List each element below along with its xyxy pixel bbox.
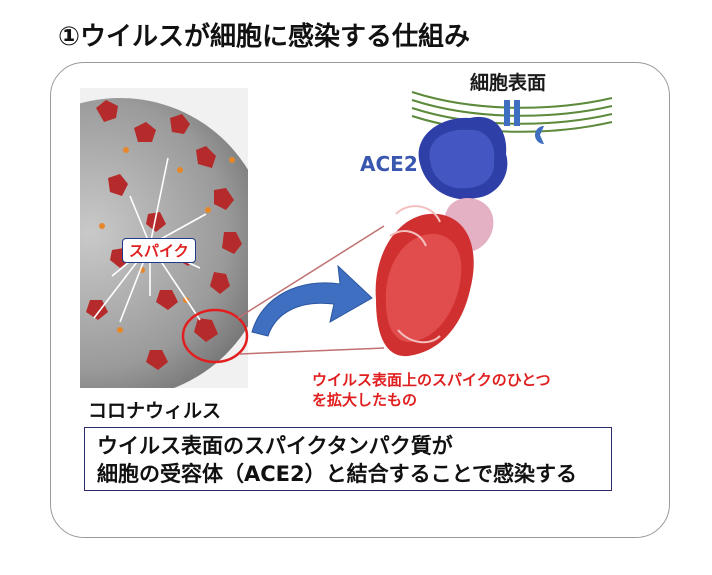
virus-dots	[99, 147, 235, 333]
cell-surface-label: 細胞表面	[470, 72, 547, 94]
summary-box: ウイルス表面のスパイクタンパク質が 細胞の受容体（ACE2）と結合することで感染…	[84, 427, 612, 491]
zoom-caption: ウイルス表面上のスパイクのひとつ を拡大したもの	[312, 370, 551, 410]
zoom-caption-line2: を拡大したもの	[312, 391, 418, 409]
zoom-caption-line1: ウイルス表面上のスパイクのひとつ	[312, 371, 551, 389]
summary-line1: ウイルス表面のスパイクタンパク質が	[97, 434, 453, 458]
spike-label: スパイク	[122, 238, 196, 263]
ace2-protein	[418, 116, 508, 200]
ace2-label: ACE2	[360, 152, 418, 176]
zoom-arrow-icon	[251, 264, 373, 337]
coronavirus-label: コロナウィルス	[88, 400, 222, 422]
page-title: ①ウイルスが細胞に感染する仕組み	[58, 22, 471, 52]
virus-spikes	[86, 100, 242, 370]
zoom-guide-lines	[237, 225, 385, 355]
spike-highlight-circle	[181, 308, 249, 364]
membrane-receptor-icon	[504, 100, 544, 144]
enlarged-spike-protein	[375, 205, 474, 357]
summary-line2: 細胞の受容体（ACE2）と結合することで感染する	[97, 462, 577, 486]
